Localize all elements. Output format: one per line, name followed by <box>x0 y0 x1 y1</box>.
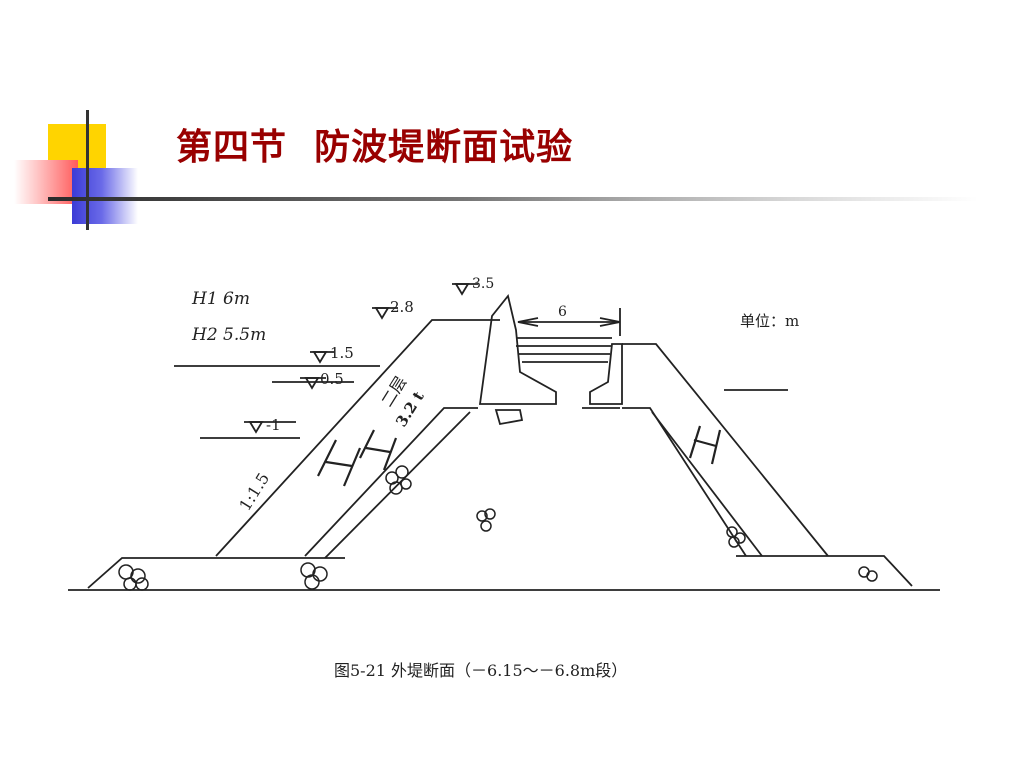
elev-marker-lwl <box>248 421 264 434</box>
toe-berm-right <box>736 555 913 587</box>
rubble-stones <box>118 465 878 591</box>
unit-label: 单位：m <box>740 312 799 330</box>
harbor-core-slope <box>622 407 747 557</box>
elev-marker-crest <box>374 307 390 320</box>
elev-label-lwl: -1 <box>266 416 281 434</box>
elev-marker-hwl <box>312 351 328 364</box>
title-underline <box>48 197 978 201</box>
wave-height-h2: H2 5.5m <box>191 325 266 345</box>
wave-height-h1: H1 6m <box>191 289 250 309</box>
seaward-slope <box>215 319 500 557</box>
slope-ratio-label: 1:1.5 <box>235 469 273 514</box>
dimension-label: 6 <box>558 304 567 320</box>
elev-label-hwl: 1.5 <box>330 344 354 362</box>
decor-blue-square <box>72 168 138 224</box>
elev-marker-top <box>454 283 470 296</box>
toe-berm-left <box>87 557 345 589</box>
seaward-core-slope <box>304 407 478 557</box>
harbor-slope <box>622 343 829 557</box>
armor-units-seaward <box>317 429 398 487</box>
armor-unit-harbor <box>688 425 722 465</box>
elev-marker-mwl <box>304 377 320 390</box>
crown-wall <box>478 293 557 405</box>
elev-label-top: 3.5 <box>472 276 494 292</box>
figure-caption: 图5-21 外堤断面（－6.15～－6.8m段） <box>334 661 627 680</box>
decor-vertical-line <box>86 110 89 230</box>
rear-block <box>589 343 623 405</box>
slide-title: 第四节 防波堤断面试验 <box>176 126 574 168</box>
elev-label-mwl: 0.5 <box>320 370 344 388</box>
decor-red-square <box>14 160 78 204</box>
elev-label-crest: 2.8 <box>390 298 414 316</box>
